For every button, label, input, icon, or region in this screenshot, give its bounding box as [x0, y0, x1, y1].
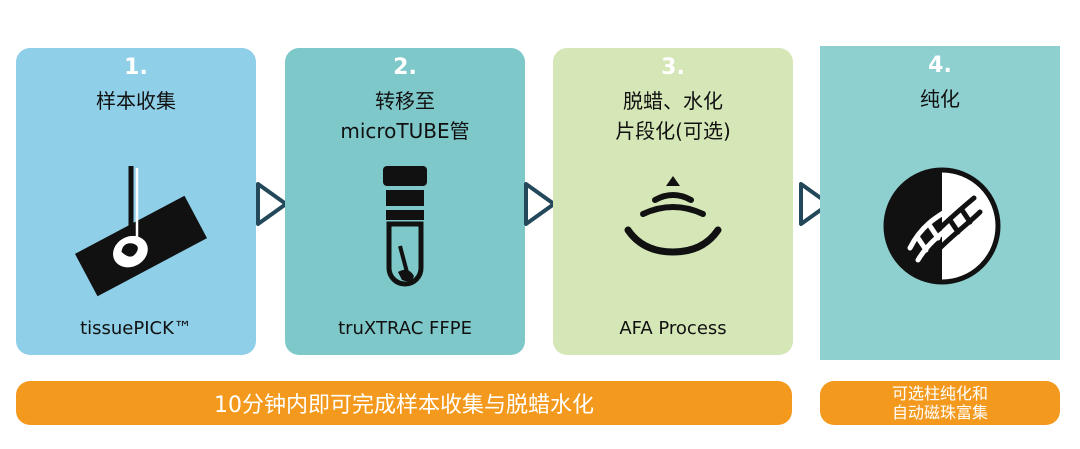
- step-number: 1.: [124, 55, 148, 80]
- step-title: 脱蜡、水化 片段化(可选): [615, 89, 731, 143]
- step-card-2: 2. 转移至 microTUBE管 truXTRAC FFPE: [285, 48, 525, 355]
- summary-bar: 10分钟内即可完成样本收集与脱蜡水化: [16, 381, 792, 425]
- step-number: 4.: [928, 53, 952, 78]
- optional-purification-text: 可选柱纯化和 自动磁珠富集: [891, 384, 988, 422]
- optional-purification-bar: 可选柱纯化和 自动磁珠富集: [820, 381, 1060, 425]
- step-title: 纯化: [920, 87, 960, 111]
- microtube-icon: [383, 166, 427, 287]
- arrow-right-icon: [524, 182, 556, 226]
- step-card-3: 3. 脱蜡、水化 片段化(可选) AFA Process: [553, 48, 793, 355]
- summary-bar-text: 10分钟内即可完成样本收集与脱蜡水化: [214, 393, 594, 418]
- step-footer: tissuePICK™: [80, 318, 192, 339]
- step-title: 样本收集: [96, 89, 176, 113]
- dna-purification-icon: [883, 167, 1001, 285]
- step-number: 2.: [393, 55, 417, 80]
- acoustic-waves-icon: [624, 176, 722, 256]
- step-card-4: 4. 纯化: [820, 46, 1060, 360]
- step-footer: truXTRAC FFPE: [338, 318, 472, 339]
- arrow-right-icon: [256, 182, 288, 226]
- step-number: 3.: [661, 55, 685, 80]
- step-title: 转移至 microTUBE管: [340, 89, 470, 143]
- step-card-1: 1. 样本收集 tissuePICK™: [16, 48, 256, 355]
- step-footer: AFA Process: [619, 318, 727, 339]
- tissue-slide-pick-icon: [74, 166, 208, 297]
- arrow-right-icon: [799, 182, 831, 226]
